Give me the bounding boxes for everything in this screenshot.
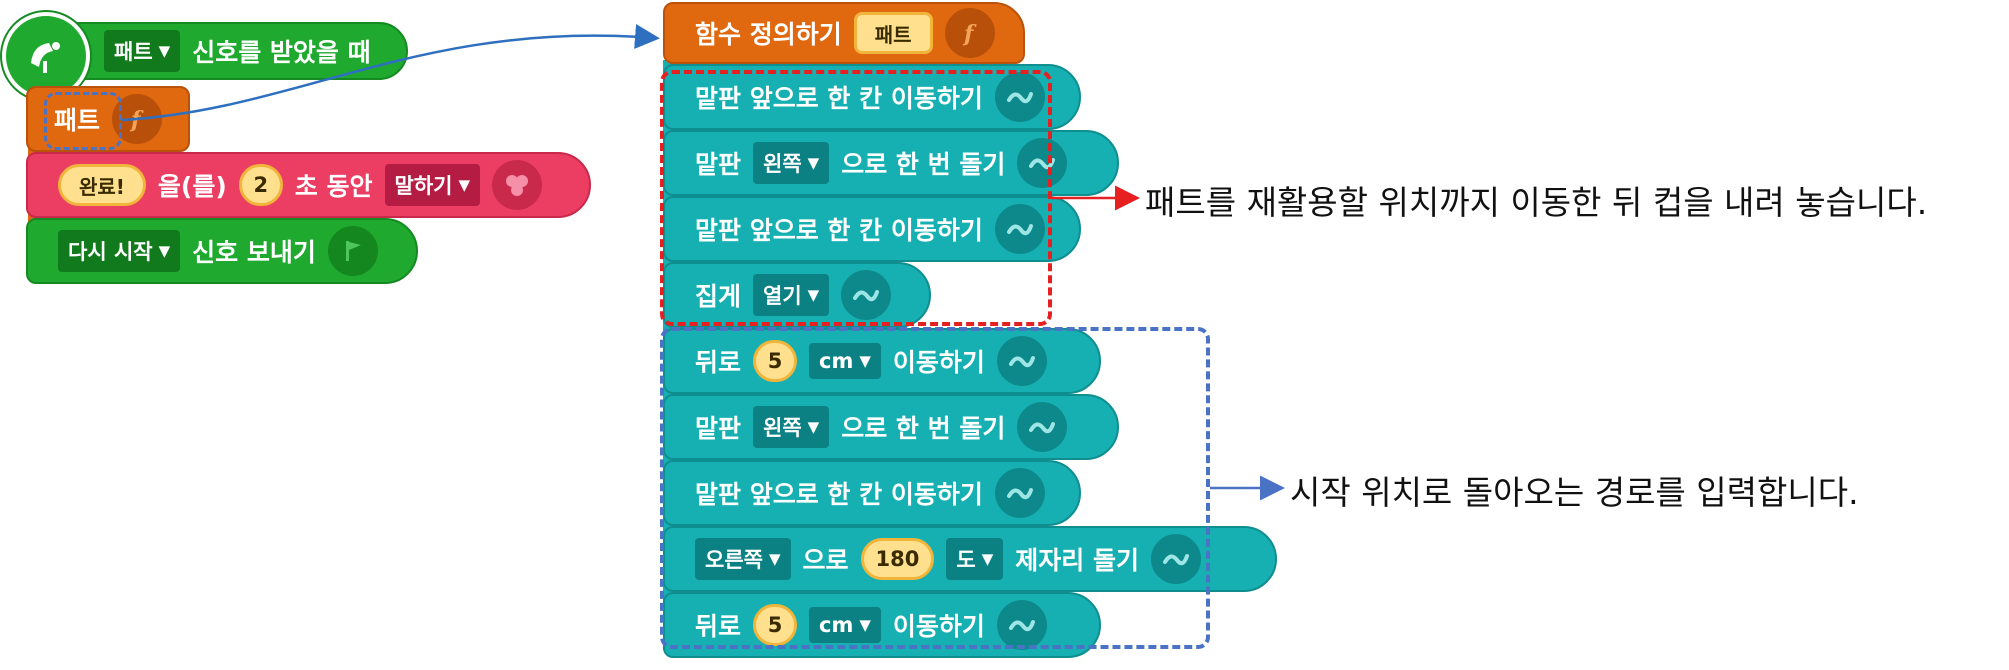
- say-action-dropdown[interactable]: 말하기▼: [384, 164, 481, 206]
- direction-dropdown[interactable]: 왼쪽▼: [753, 142, 830, 184]
- turn-pre-label: 맡판: [695, 414, 742, 443]
- unit-dropdown[interactable]: cm▼: [809, 343, 881, 379]
- seconds-input[interactable]: 2: [238, 164, 283, 206]
- say-mid-label: 을(를): [157, 172, 227, 201]
- spin-mid-label: 으로: [802, 546, 849, 575]
- svg-text:f: f: [962, 21, 977, 47]
- move-forward-block[interactable]: 맡판 앞으로 한 칸 이동하기: [663, 64, 1081, 130]
- angle-input[interactable]: 180: [860, 538, 935, 580]
- turn-once-block[interactable]: 맡판 왼쪽▼ 으로 한 번 돌기: [663, 394, 1119, 460]
- blue-group-highlight: [660, 327, 1210, 649]
- gripper-dropdown[interactable]: 열기▼: [753, 274, 830, 316]
- distance-input[interactable]: 5: [753, 340, 798, 382]
- turn-post-label: 으로 한 번 돌기: [841, 150, 1006, 179]
- gripper-block[interactable]: 집게 열기▼: [663, 262, 931, 328]
- unit-dropdown[interactable]: cm▼: [809, 607, 881, 643]
- spin-post-label: 제자리 돌기: [1015, 546, 1139, 575]
- move-forward-block[interactable]: 맡판 앞으로 한 칸 이동하기: [663, 460, 1081, 526]
- move-back-block[interactable]: 뒤로 5 cm▼ 이동하기: [663, 328, 1101, 394]
- function-name-field[interactable]: 패트: [853, 12, 933, 54]
- move-forward-label: 맡판 앞으로 한 칸 이동하기: [695, 216, 983, 245]
- turn-post-label: 으로 한 번 돌기: [841, 414, 1006, 443]
- speech-circles-icon: [492, 160, 543, 210]
- blue-group-note: 시작 위치로 돌아오는 경로를 입력합니다.: [1290, 473, 1859, 512]
- distance-input[interactable]: 5: [753, 604, 798, 646]
- move-forward-label: 맡판 앞으로 한 칸 이동하기: [695, 84, 983, 113]
- robot-link-icon: [994, 468, 1045, 518]
- function-call-highlight: [44, 92, 122, 150]
- move-back-pre-label: 뒤로: [695, 612, 742, 641]
- red-group-note: 패트를 재활용할 위치까지 이동한 뒤 컵을 내려 놓습니다.: [1145, 183, 1928, 222]
- robot-link-icon: [996, 336, 1047, 386]
- robot-link-icon: [994, 72, 1045, 122]
- function-def-label: 함수 정의하기: [695, 20, 842, 49]
- signal-dropdown[interactable]: 패트▼: [104, 30, 181, 72]
- flag-icon: [327, 226, 378, 276]
- spin-direction-dropdown[interactable]: 오른쪽▼: [695, 538, 791, 580]
- robot-link-icon: [996, 600, 1047, 650]
- robot-link-icon: [1017, 402, 1068, 452]
- message-input[interactable]: 완료!: [58, 164, 146, 206]
- seconds-unit-label: 초 동안: [294, 172, 373, 201]
- red-group-highlight: [660, 70, 1052, 326]
- radar-dish-icon: [2, 12, 90, 100]
- move-back-pre-label: 뒤로: [695, 348, 742, 377]
- say-for-seconds-block[interactable]: 완료! 을(를) 2 초 동안 말하기▼: [26, 152, 591, 218]
- turn-pre-label: 맡판: [695, 150, 742, 179]
- angle-unit-dropdown[interactable]: 도▼: [946, 538, 1004, 580]
- svg-text:f: f: [129, 107, 144, 133]
- function-f-icon: f: [944, 8, 995, 58]
- move-back-post-label: 이동하기: [892, 348, 985, 377]
- robot-link-icon: [994, 204, 1045, 254]
- gripper-label: 집게: [695, 282, 742, 311]
- broadcast-label: 신호 보내기: [192, 238, 316, 267]
- direction-dropdown[interactable]: 왼쪽▼: [753, 406, 830, 448]
- spin-in-place-block[interactable]: 오른쪽▼ 으로 180 도▼ 제자리 돌기: [663, 526, 1277, 592]
- move-back-post-label: 이동하기: [892, 612, 985, 641]
- robot-link-icon: [1150, 534, 1201, 584]
- robot-link-icon: [841, 270, 892, 320]
- function-definition-block[interactable]: 함수 정의하기 패트 f: [663, 2, 1025, 64]
- function-call-label: 패트: [54, 106, 101, 135]
- broadcast-dropdown[interactable]: 다시 시작▼: [58, 230, 181, 272]
- move-forward-label: 맡판 앞으로 한 칸 이동하기: [695, 480, 983, 509]
- move-forward-block[interactable]: 맡판 앞으로 한 칸 이동하기: [663, 196, 1081, 262]
- hat-label: 신호를 받았을 때: [192, 38, 371, 67]
- broadcast-signal-block[interactable]: 다시 시작▼ 신호 보내기: [26, 218, 418, 284]
